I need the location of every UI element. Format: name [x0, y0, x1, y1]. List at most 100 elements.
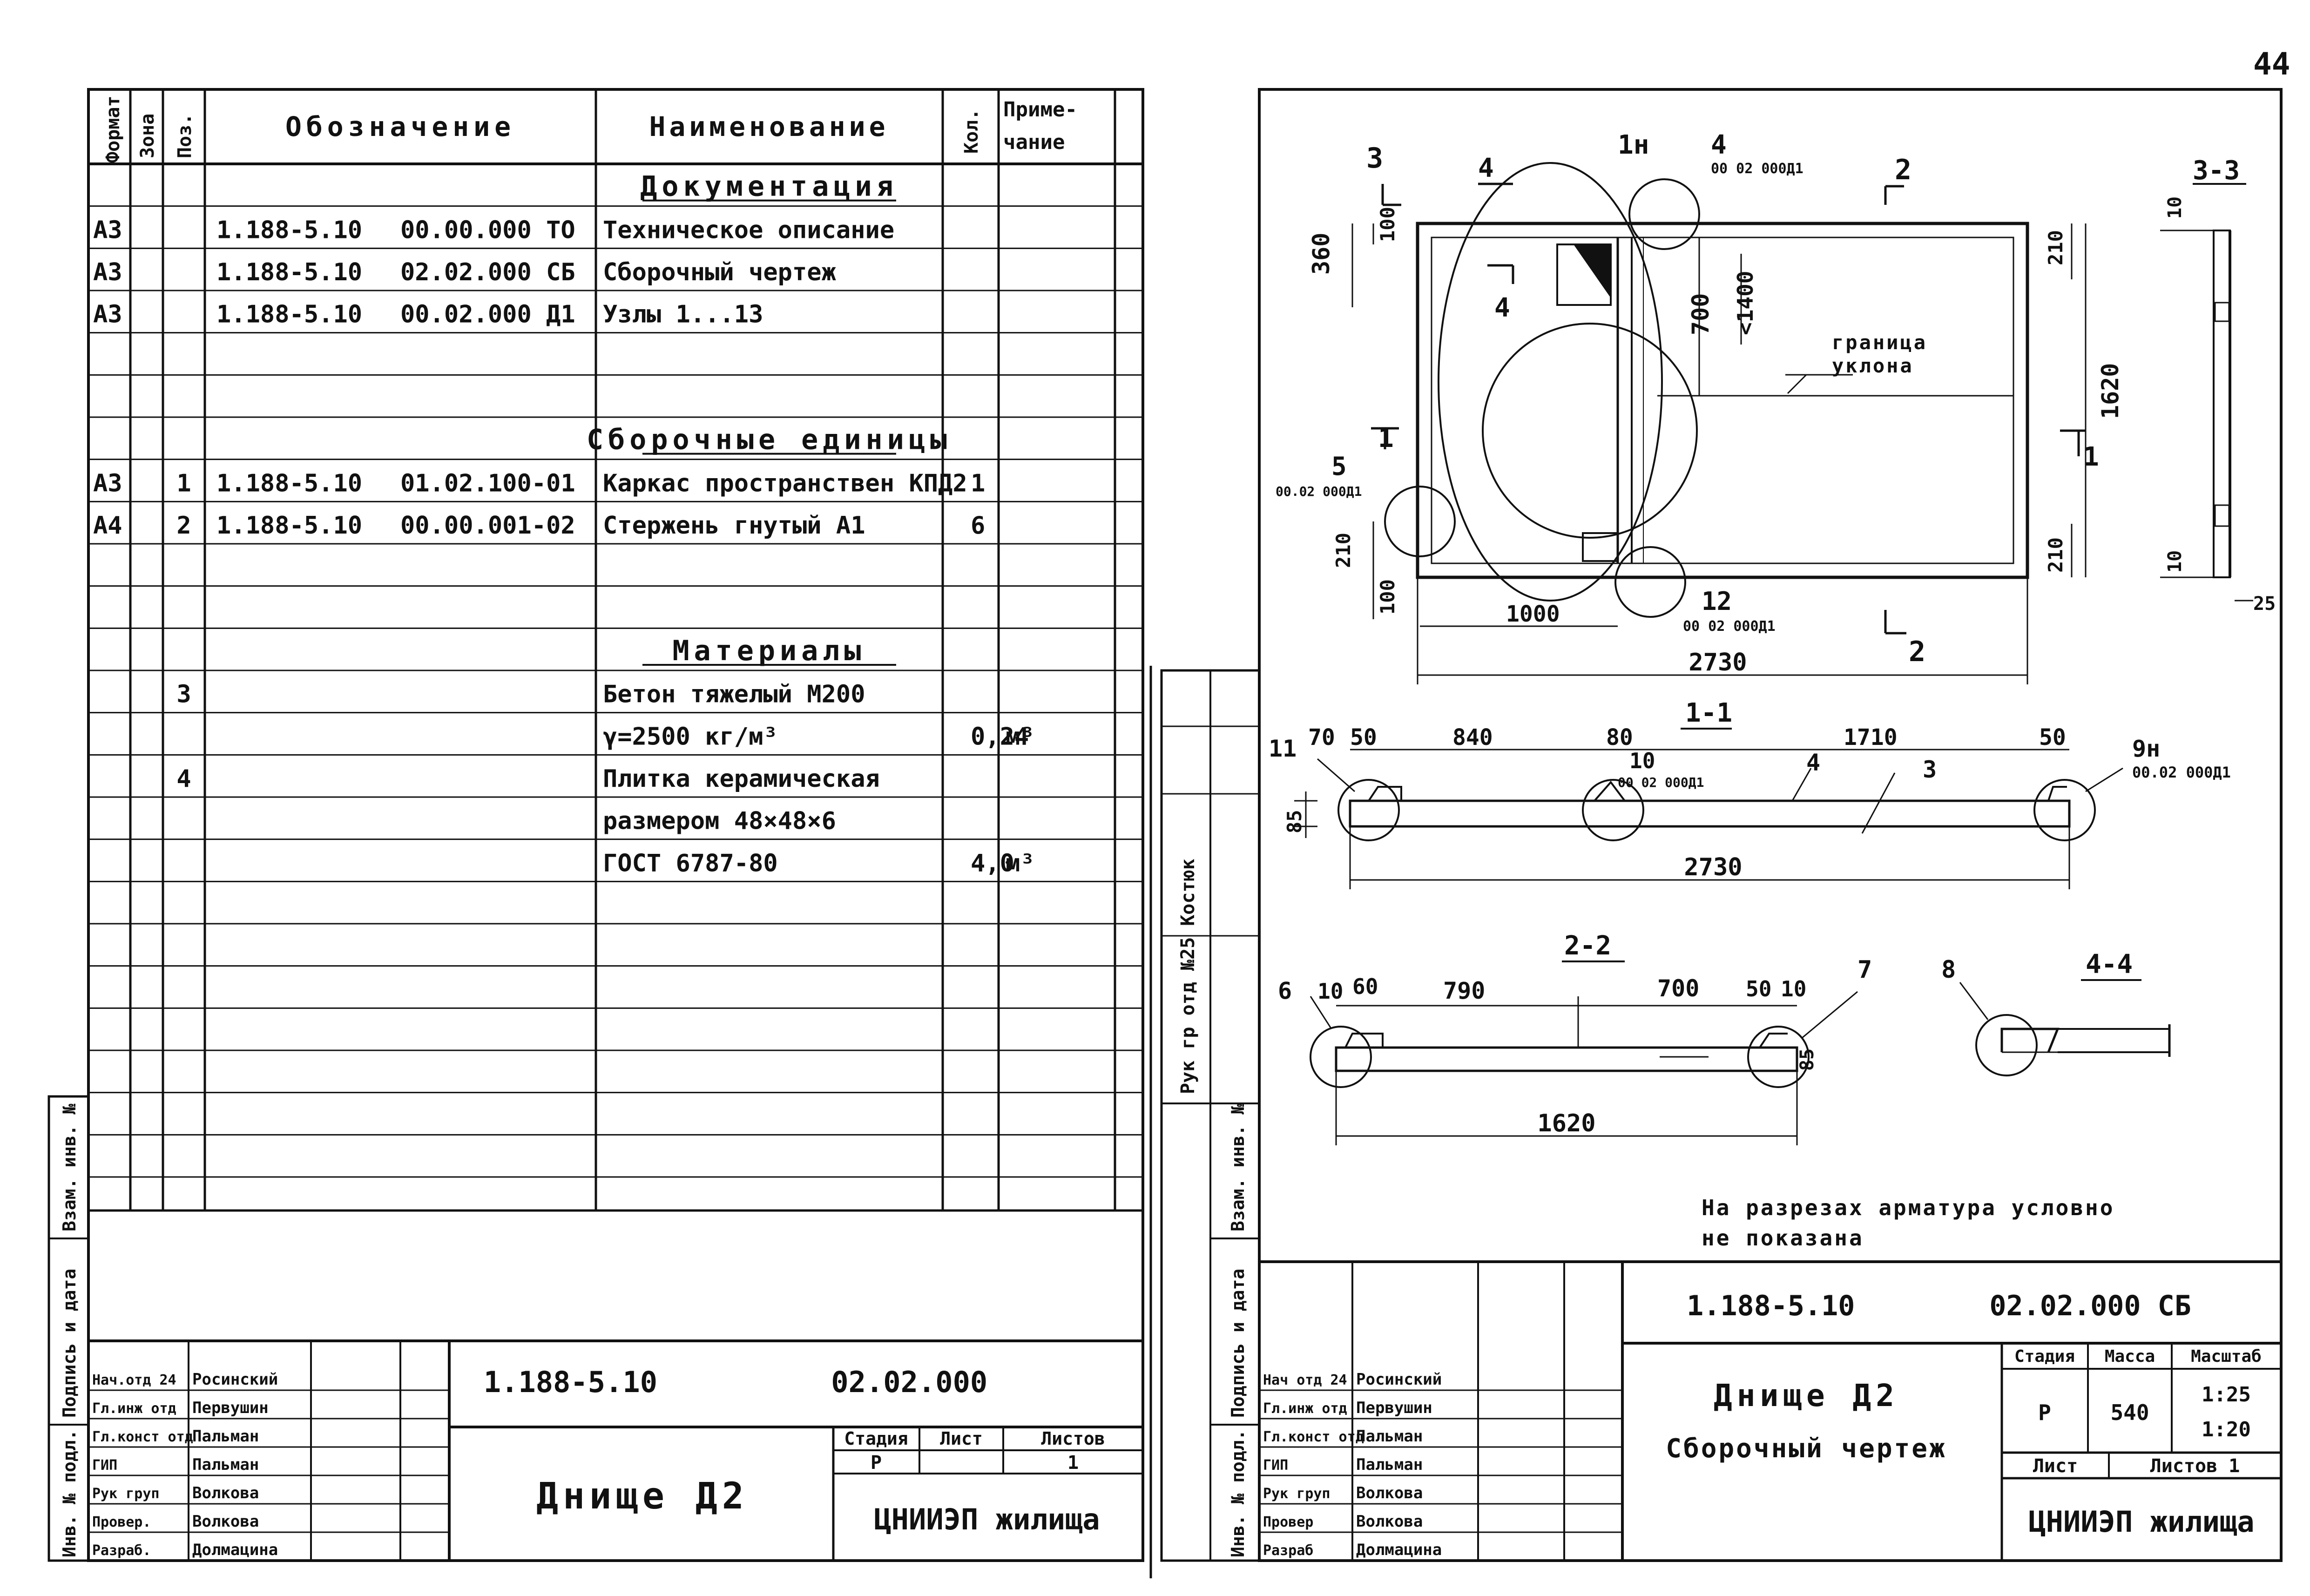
section-4-4-title: 4-4	[2086, 949, 2133, 980]
stamp-role: Гл.конст отд	[1263, 1429, 1364, 1445]
header-note-1: Приме-	[1003, 98, 1077, 122]
spec-section-title: Материалы	[672, 635, 865, 667]
callout-4-ref: 00 02 000Д1	[1711, 161, 1803, 177]
header-designation: Обозначение	[285, 111, 515, 142]
dim-1620: 1620	[2097, 363, 2124, 419]
right-stamp-scale-1: 1:25	[2202, 1383, 2251, 1407]
spec-cell-pos: 1	[176, 469, 191, 497]
callout-1n: 1н	[1618, 130, 1649, 160]
left-stamp-sheets: 1	[1067, 1452, 1079, 1474]
right-stamp-stage: Р	[2038, 1400, 2051, 1425]
dim-100-top: 100	[1376, 207, 1399, 242]
callout-12-ref: 00 02 000Д1	[1683, 618, 1776, 635]
header-name: Наименование	[649, 111, 889, 142]
section-mark-3: 3	[1366, 142, 1383, 175]
dim-210-c: 210	[2044, 537, 2067, 573]
section-1-1-dim-840: 840	[1452, 724, 1493, 751]
stamp-role: Разраб.	[92, 1542, 151, 1559]
dim-100-bottom: 100	[1376, 579, 1399, 615]
section-2-2-dim-700: 700	[1657, 975, 1699, 1002]
stamp-name: Пальман	[192, 1455, 259, 1474]
right-side-label-1: Инв. № подл.	[1228, 1429, 1248, 1557]
stamp-role: Рук груп	[92, 1486, 160, 1502]
right-stamp-mass-label: Масса	[2105, 1347, 2155, 1366]
stamp-role: Гл.инж отд	[92, 1400, 176, 1417]
stamp-name: Волкова	[192, 1484, 259, 1502]
stamp-role: Провер	[1263, 1514, 1313, 1530]
spec-cell-qty: 0,24	[971, 723, 1029, 751]
stamp-role: Разраб	[1263, 1542, 1313, 1559]
right-side-label-2: Подпись и дата	[1228, 1269, 1248, 1418]
spec-cell-note: м³	[1006, 849, 1035, 877]
stamp-role: ГИП	[92, 1457, 117, 1474]
section-4-4-labels: 4-4 8	[1941, 949, 2133, 984]
section-1-1-callout-9n: 9н	[2132, 735, 2160, 762]
spec-header: Формат Зона Поз. Обозначение Наименовани…	[102, 96, 1077, 163]
spec-cell-code2: 00.02.000 Д1	[400, 301, 575, 329]
stamp-name: Волкова	[1356, 1512, 1423, 1531]
left-side-label-1: Инв. № подл.	[59, 1429, 80, 1557]
right-side-label-3: Взам. инв. №	[1228, 1103, 1248, 1231]
right-left-strip-label: Рук гр отд №25 Костюк	[1177, 859, 1199, 1094]
spec-cell-format: А3	[93, 469, 122, 497]
left-stamp: 1.188-5.10 02.02.000 Днище Д2 Стадия Лис…	[59, 1103, 1105, 1559]
left-side-label-2: Подпись и дата	[59, 1269, 80, 1418]
spec-cell-qty: 6	[971, 512, 985, 540]
spec-cell-pos: 2	[176, 512, 191, 540]
stamp-role: Гл.конст отд	[92, 1429, 193, 1445]
section-2-2-labels: 2-2 6 10 60 790 700 50 10 7 85 1620	[1278, 931, 1872, 1137]
stamp-name: Росинский	[1356, 1370, 1442, 1389]
dim-1000: 1000	[1506, 601, 1560, 627]
spec-cell-qty: 4,0	[971, 849, 1014, 877]
left-stamp-code: 1.188-5.10 02.02.000	[484, 1365, 988, 1399]
section-2-2-dim-1620: 1620	[1537, 1109, 1595, 1137]
section-3-3-dim-10a: 10	[2164, 196, 2186, 219]
spec-cell-code2: 02.02.000 СБ	[400, 258, 575, 286]
right-stamp-sheet-label: Лист	[2033, 1455, 2078, 1477]
section-mark-4b: 4	[1494, 293, 1510, 323]
left-side-label-3: Взам. инв. №	[59, 1103, 80, 1231]
spec-cell-code2: 01.02.100-01	[400, 469, 575, 497]
spec-cell-code1: 1.188-5.10	[216, 301, 362, 329]
spec-cell-code2: 00.00.000 ТО	[400, 216, 575, 244]
slope-label-2: уклона	[1832, 354, 1914, 377]
section-2-2-dim-85: 85	[1797, 1048, 1818, 1071]
section-1-1-pos-4: 4	[1806, 749, 1820, 776]
spec-cell-name: размером 48×48×6	[603, 807, 836, 835]
spec-cell-name: Стержень гнутый А1	[603, 512, 865, 540]
plan-view	[1351, 162, 2087, 684]
callout-12: 12	[1702, 587, 1732, 616]
section-4-4	[1959, 979, 2171, 1076]
section-2-2-callout-6: 6	[1278, 977, 1292, 1004]
dim-360: 360	[1308, 233, 1335, 275]
spec-cell-name: Узлы 1...13	[603, 301, 763, 329]
section-1-1-dim-85: 85	[1283, 810, 1306, 833]
spec-cell-format: А3	[93, 301, 122, 329]
spec-cell-pos: 3	[176, 681, 191, 709]
left-stamp-sheets-label: Листов	[1041, 1428, 1105, 1449]
section-3-3-dim-10b: 10	[2164, 550, 2186, 573]
section-1-1-title: 1-1	[1685, 698, 1732, 728]
stamp-name: Первушин	[1356, 1399, 1432, 1417]
section-2-2-title: 2-2	[1564, 931, 1611, 961]
right-stamp-title-2: Сборочный чертеж	[1666, 1434, 1946, 1464]
section-1-1-pos-3: 3	[1923, 756, 1937, 783]
section-1-1-dim-1710: 1710	[1844, 724, 1898, 751]
stamp-name: Долмацина	[192, 1541, 278, 1559]
left-stamp-stage: Р	[871, 1452, 882, 1474]
section-2-2-callout-7: 7	[1857, 956, 1872, 984]
section-3-3-dim-25: 25	[2253, 593, 2276, 615]
spec-cell-format: А3	[93, 258, 122, 286]
spec-cell-format: А3	[93, 216, 122, 244]
stamp-name: Росинский	[192, 1370, 278, 1389]
left-stamp-sheet-label: Лист	[940, 1428, 983, 1449]
left-stamp-org: ЦНИИЭП жилища	[874, 1502, 1100, 1536]
right-stamp-code: 1.188-5.10 02.02.000 СБ	[1687, 1290, 2191, 1322]
right-stamp-scale-2: 1:20	[2202, 1418, 2251, 1441]
header-format: Формат	[102, 96, 124, 163]
spec-cell-note: м³	[1006, 723, 1035, 751]
stamp-role: Гл.инж отд	[1263, 1400, 1347, 1417]
spec-cell-name: ГОСТ 6787-80	[603, 849, 778, 877]
section-1-1-dim-50a: 50	[1350, 724, 1377, 751]
